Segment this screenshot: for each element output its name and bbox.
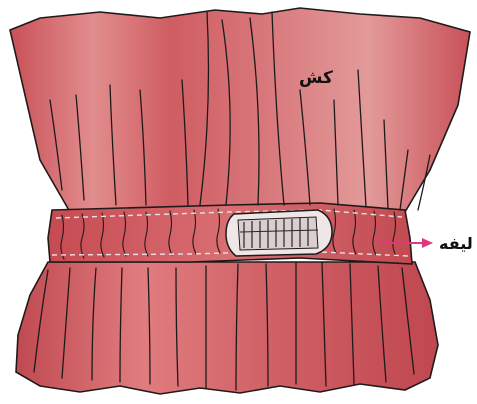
upper-fabric-panel xyxy=(10,8,470,212)
elastic-label: کش xyxy=(299,68,333,88)
elastic-opening xyxy=(226,210,332,256)
casing-label: لیفه xyxy=(439,234,473,253)
lower-ruffle-panel xyxy=(16,262,438,394)
